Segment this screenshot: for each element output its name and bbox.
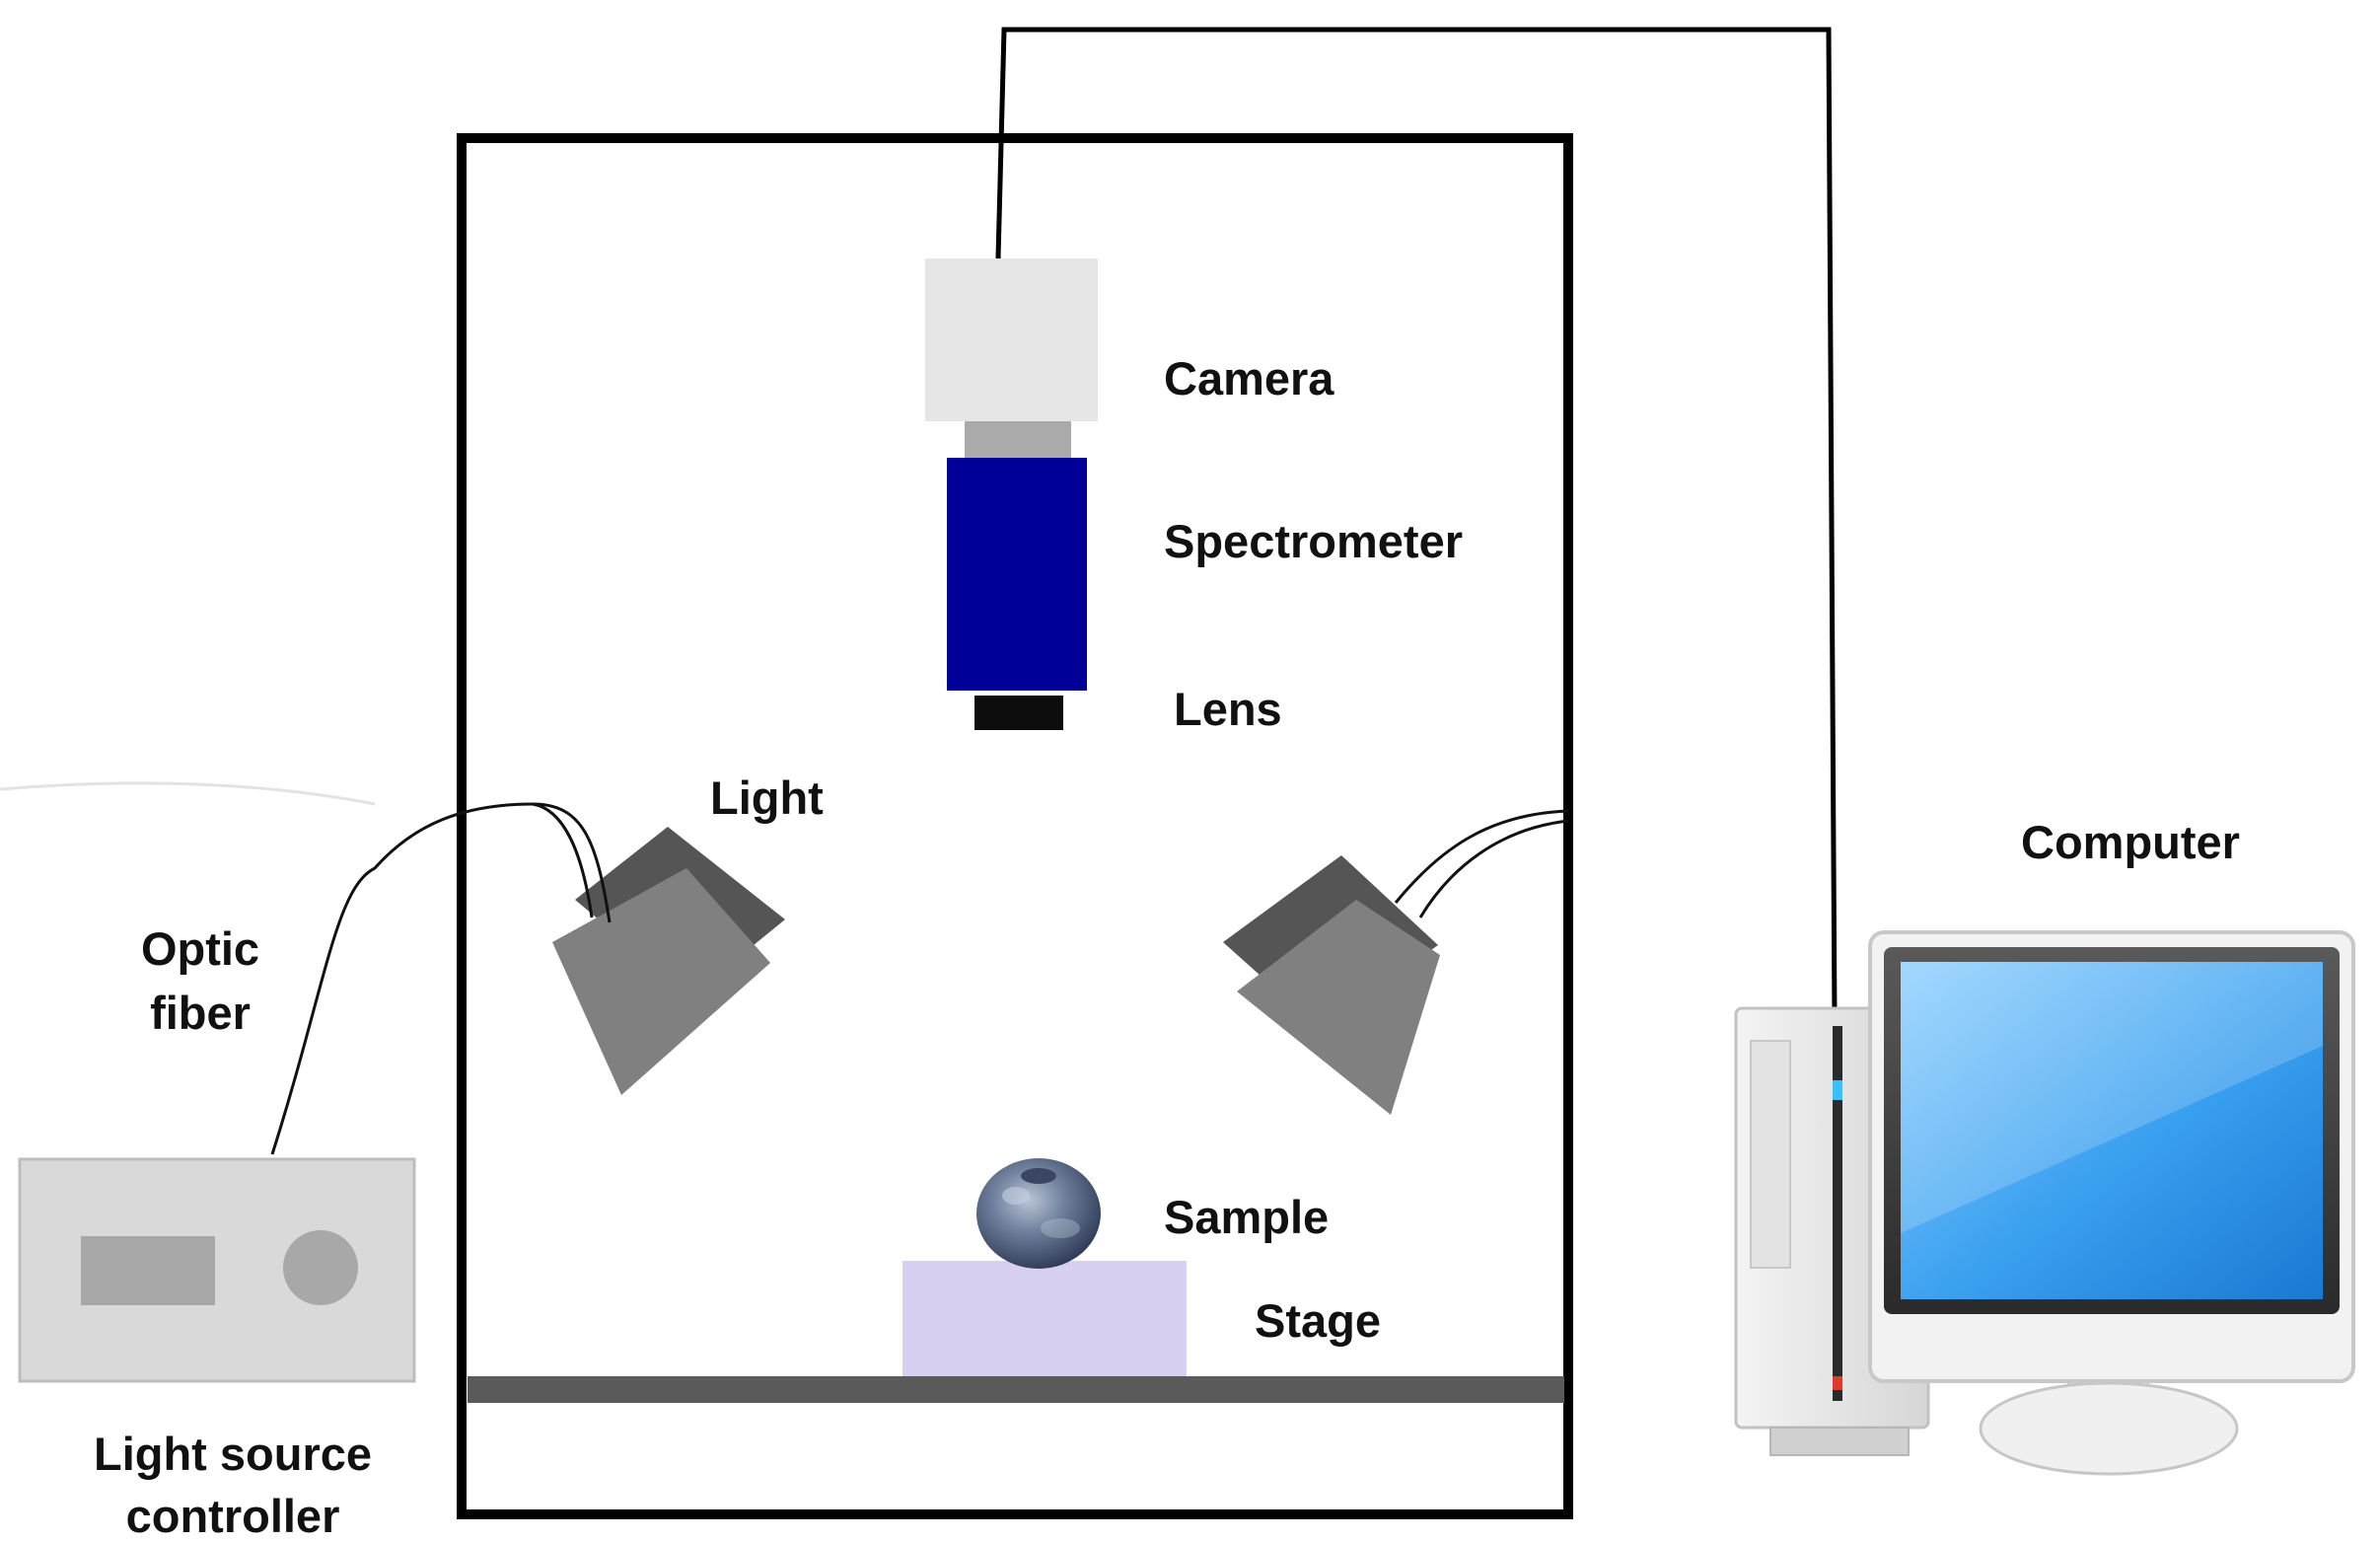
light-source-controller-label-line2: controller	[126, 1490, 340, 1542]
sample-label: Sample	[1164, 1191, 1329, 1243]
light-source-controller	[18, 1157, 416, 1383]
light-source-controller-label-line1: Light source	[94, 1428, 372, 1480]
optic-fiber-right	[1394, 809, 1569, 904]
light-label: Light	[710, 771, 824, 824]
sample-stage	[902, 1261, 1187, 1376]
optic-fiber-label-line1: Optic	[141, 922, 259, 975]
optic-fiber-label-line2: fiber	[150, 987, 251, 1039]
right-light	[1223, 855, 1440, 1115]
lens-label: Lens	[1174, 683, 1282, 735]
left-light	[552, 827, 785, 1095]
controller-display	[81, 1236, 215, 1305]
spectrometer-body	[947, 458, 1087, 691]
optic-fiber-left	[270, 802, 612, 1155]
spectrometer-label: Spectrometer	[1164, 515, 1463, 567]
enclosure-floor	[468, 1376, 1564, 1403]
desktop-computer-icon	[1734, 930, 2355, 1476]
optic-fiber-faint	[0, 781, 376, 806]
stage-label: Stage	[1255, 1294, 1381, 1347]
computer-label: Computer	[2021, 816, 2240, 868]
enclosure-frame	[457, 133, 1573, 1519]
lens-body	[974, 696, 1063, 730]
blueberry-icon	[976, 1158, 1101, 1269]
camera-to-computer-cable	[995, 27, 1838, 1022]
optic-fiber-left-branch	[532, 802, 594, 918]
controller-knob	[283, 1230, 358, 1305]
optic-fiber-right-branch	[1418, 819, 1569, 918]
camera-body	[925, 258, 1098, 421]
camera-adapter	[965, 421, 1071, 458]
camera-label: Camera	[1164, 352, 1334, 404]
